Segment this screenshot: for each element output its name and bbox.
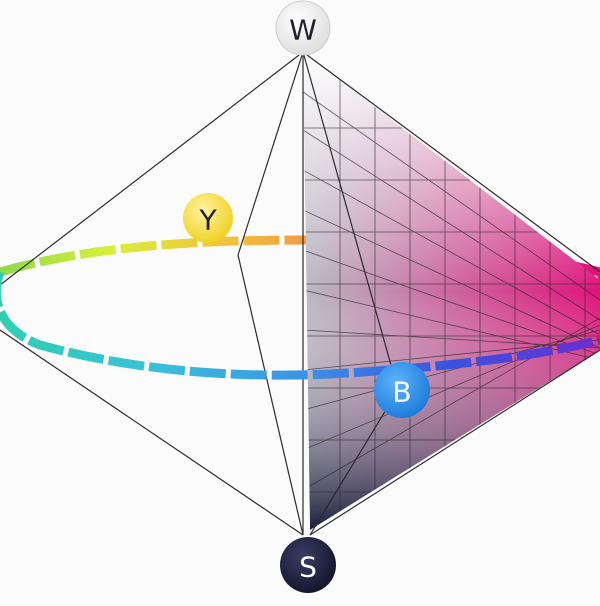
node-blue-label: B — [392, 376, 411, 409]
node-black: S — [280, 537, 336, 593]
cone-edges — [0, 51, 600, 536]
node-black-label: S — [299, 551, 317, 584]
saturation-triangle — [303, 52, 600, 530]
node-yellow: Y — [183, 193, 233, 243]
node-yellow-label: Y — [198, 204, 217, 237]
hue-ring-front — [0, 272, 600, 380]
node-white: W — [275, 0, 331, 56]
node-blue: B — [374, 362, 430, 418]
node-white-label: W — [289, 14, 317, 47]
